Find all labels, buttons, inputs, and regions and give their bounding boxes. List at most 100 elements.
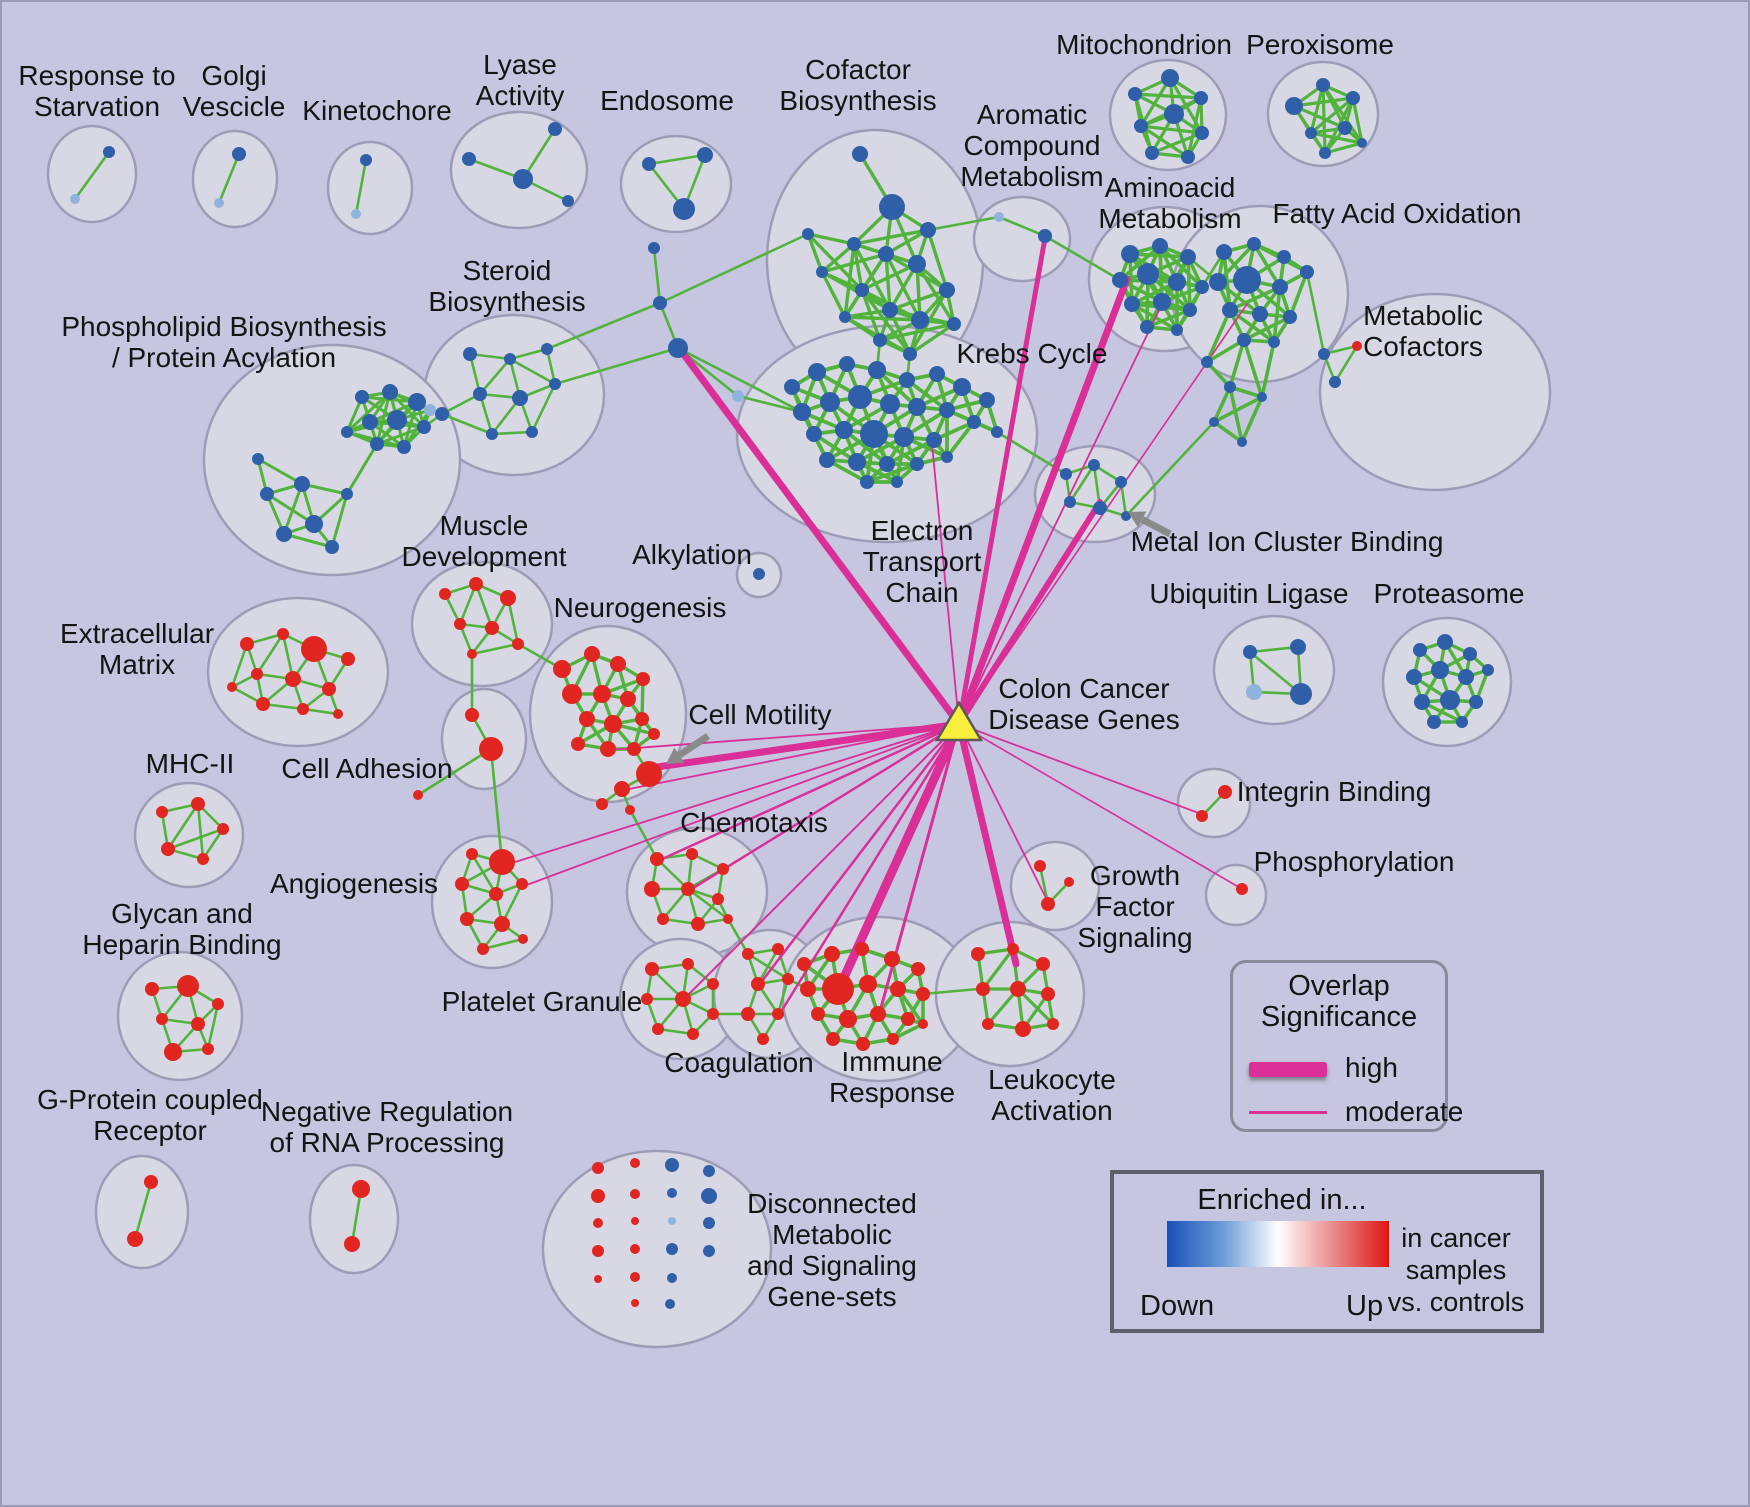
gene-set-node[interactable] [1237, 333, 1251, 347]
gene-set-node[interactable] [879, 194, 905, 220]
gene-set-node[interactable] [486, 428, 498, 440]
gene-set-node[interactable] [610, 656, 626, 672]
gene-set-node[interactable] [701, 1188, 717, 1204]
gene-set-node[interactable] [325, 540, 339, 554]
gene-set-node[interactable] [648, 242, 660, 254]
gene-set-node[interactable] [1224, 381, 1236, 393]
gene-set-node[interactable] [439, 588, 451, 600]
gene-set-node[interactable] [1047, 1018, 1059, 1030]
gene-set-node[interactable] [240, 637, 254, 651]
gene-set-node[interactable] [297, 703, 309, 715]
gene-set-node[interactable] [382, 384, 398, 400]
gene-set-node[interactable] [1329, 376, 1341, 388]
gene-set-node[interactable] [1134, 119, 1148, 133]
gene-set-node[interactable] [880, 394, 900, 414]
gene-set-node[interactable] [614, 781, 630, 797]
gene-set-node[interactable] [1290, 639, 1306, 655]
gene-set-node[interactable] [164, 1043, 182, 1061]
gene-set-node[interactable] [691, 917, 705, 931]
gene-set-node[interactable] [742, 948, 754, 960]
gene-set-node[interactable] [873, 333, 887, 347]
gene-set-node[interactable] [591, 1189, 605, 1203]
gene-set-node[interactable] [631, 1217, 639, 1225]
gene-set-node[interactable] [1015, 1021, 1031, 1037]
gene-set-node[interactable] [145, 982, 159, 996]
gene-set-node[interactable] [1247, 237, 1261, 251]
gene-set-node[interactable] [1319, 147, 1331, 159]
gene-set-node[interactable] [939, 282, 955, 298]
gene-set-node[interactable] [494, 916, 510, 932]
gene-set-node[interactable] [466, 848, 478, 860]
gene-set-node[interactable] [341, 426, 353, 438]
gene-set-node[interactable] [635, 712, 649, 726]
gene-set-node[interactable] [819, 452, 835, 468]
gene-set-node[interactable] [251, 668, 263, 680]
gene-set-node[interactable] [835, 421, 853, 439]
gene-set-node[interactable] [305, 515, 323, 533]
gene-set-node[interactable] [793, 403, 811, 421]
gene-set-node[interactable] [630, 1158, 640, 1168]
gene-set-node[interactable] [816, 266, 828, 278]
gene-set-node[interactable] [1209, 417, 1219, 427]
gene-set-node[interactable] [191, 1017, 205, 1031]
gene-set-node[interactable] [941, 451, 953, 463]
gene-set-node[interactable] [1440, 690, 1460, 710]
gene-set-node[interactable] [1034, 860, 1046, 872]
gene-set-node[interactable] [1181, 150, 1195, 164]
gene-set-node[interactable] [641, 993, 653, 1005]
gene-set-node[interactable] [1041, 897, 1055, 911]
gene-set-node[interactable] [460, 912, 474, 926]
gene-set-node[interactable] [1195, 280, 1209, 294]
gene-set-node[interactable] [1352, 341, 1362, 351]
gene-set-node[interactable] [397, 440, 411, 454]
gene-set-node[interactable] [1427, 715, 1441, 729]
gene-set-node[interactable] [1121, 245, 1139, 263]
gene-set-node[interactable] [811, 1007, 825, 1021]
gene-set-node[interactable] [712, 893, 724, 905]
gene-set-node[interactable] [741, 1007, 755, 1021]
gene-set-node[interactable] [1183, 303, 1197, 317]
gene-set-node[interactable] [782, 973, 794, 985]
gene-set-node[interactable] [1268, 336, 1280, 348]
gene-set-node[interactable] [1318, 348, 1330, 360]
gene-set-node[interactable] [1222, 302, 1238, 318]
gene-set-node[interactable] [301, 636, 327, 662]
gene-set-node[interactable] [1036, 957, 1050, 971]
gene-set-node[interactable] [636, 672, 650, 686]
gene-set-node[interactable] [202, 1043, 214, 1055]
gene-set-node[interactable] [592, 1162, 604, 1174]
gene-set-node[interactable] [848, 453, 866, 471]
gene-set-node[interactable] [485, 621, 499, 635]
gene-set-node[interactable] [596, 798, 608, 810]
gene-set-node[interactable] [751, 977, 765, 991]
gene-set-node[interactable] [500, 590, 516, 606]
gene-set-node[interactable] [592, 1245, 604, 1257]
gene-set-node[interactable] [1283, 310, 1297, 324]
gene-set-node[interactable] [387, 410, 407, 430]
gene-set-node[interactable] [435, 407, 449, 421]
gene-set-node[interactable] [1437, 634, 1453, 650]
gene-set-node[interactable] [929, 366, 945, 382]
gene-set-node[interactable] [848, 385, 872, 409]
gene-set-node[interactable] [926, 432, 942, 448]
gene-set-node[interactable] [600, 741, 616, 757]
gene-set-node[interactable] [604, 715, 622, 733]
gene-set-node[interactable] [666, 1243, 678, 1255]
gene-set-node[interactable] [232, 147, 246, 161]
gene-set-node[interactable] [344, 1236, 360, 1252]
gene-set-node[interactable] [859, 975, 877, 993]
gene-set-node[interactable] [161, 842, 175, 856]
gene-set-node[interactable] [1201, 356, 1213, 368]
gene-set-node[interactable] [967, 415, 981, 429]
gene-set-node[interactable] [971, 947, 985, 961]
gene-set-node[interactable] [285, 671, 301, 687]
gene-set-node[interactable] [355, 390, 369, 404]
gene-set-node[interactable] [1128, 87, 1142, 101]
gene-set-node[interactable] [260, 487, 274, 501]
gene-set-node[interactable] [839, 356, 855, 372]
gene-set-node[interactable] [884, 951, 900, 967]
gene-set-node[interactable] [156, 806, 168, 818]
gene-set-node[interactable] [630, 1272, 640, 1282]
gene-set-node[interactable] [1338, 121, 1352, 135]
gene-set-node[interactable] [757, 1033, 769, 1045]
